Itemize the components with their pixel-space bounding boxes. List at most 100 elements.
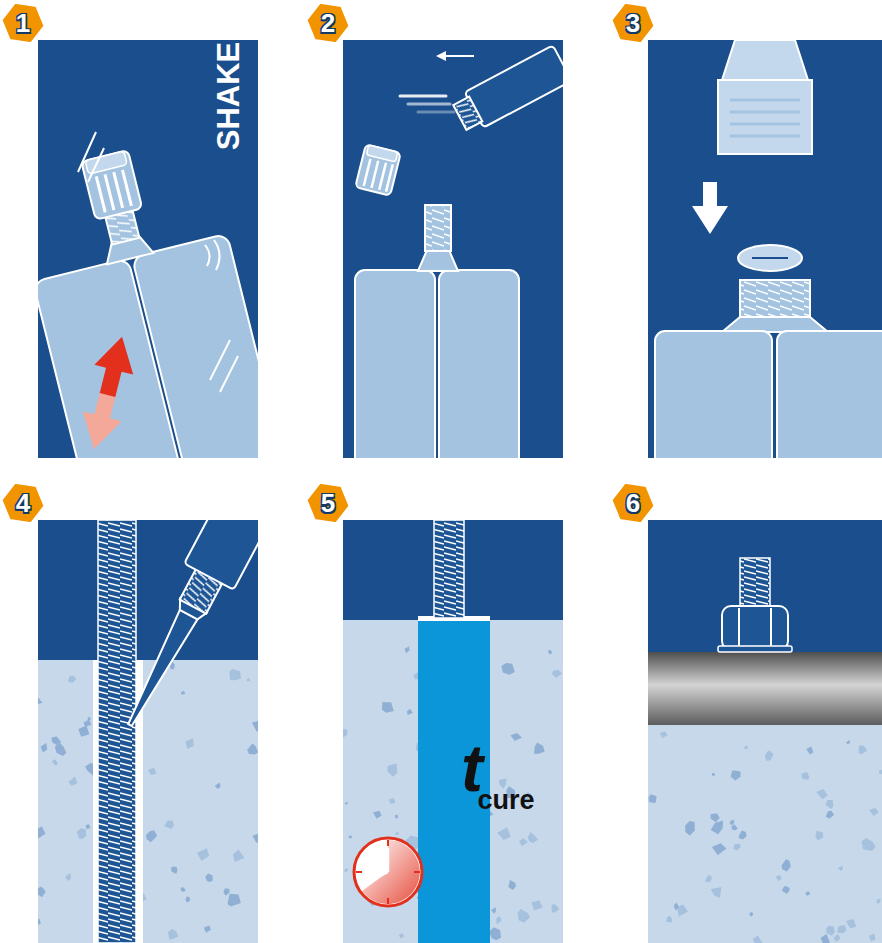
aggregate-stone: [801, 772, 809, 780]
step-number: 6: [609, 479, 657, 527]
aggregate-stone: [765, 751, 773, 761]
threaded-rod: [98, 520, 136, 943]
aggregate-stone: [186, 896, 191, 902]
motion-lines: [78, 132, 238, 392]
aggregate-stone: [229, 669, 241, 680]
aggregate-stone: [38, 698, 43, 704]
aggregate-stone: [496, 916, 501, 924]
aggregate-stone: [148, 768, 157, 775]
nozzle: [450, 45, 563, 135]
aggregate-stone: [497, 827, 511, 840]
aggregate-stone: [508, 880, 516, 890]
aggregate-stone: [348, 835, 352, 838]
aggregate-stone: [233, 850, 245, 862]
aggregate-stone: [749, 912, 753, 917]
aggregate-stone: [821, 934, 830, 943]
aggregate-stone: [395, 814, 398, 818]
threaded-rod: [434, 520, 464, 618]
aggregate-stone: [228, 894, 241, 907]
aggregate-stone: [782, 886, 790, 894]
aggregate-stone: [767, 750, 772, 756]
aggregate-stone: [552, 904, 560, 913]
aggregate-stone: [667, 916, 673, 923]
aggregate-stone: [252, 720, 258, 731]
aggregate-stone: [55, 743, 67, 756]
aggregate: [649, 732, 882, 943]
direction-arrow: [436, 51, 474, 61]
panel-cure: [343, 520, 563, 943]
aggregate-stone: [395, 832, 399, 835]
aggregate-stone: [733, 844, 740, 851]
seal-disc: [738, 245, 802, 271]
panel-shake: [38, 40, 258, 458]
aggregate-stone: [879, 770, 882, 775]
aggregate-stone: [869, 808, 878, 816]
aggregate-stone: [343, 729, 347, 737]
clock-symbol: [354, 838, 422, 906]
aggregate-stone: [826, 811, 835, 819]
aggregate-stone: [253, 833, 259, 843]
shake-arrow: [75, 332, 142, 454]
resin: [418, 621, 490, 943]
down-arrow: [692, 182, 728, 234]
aggregate-stone: [399, 933, 405, 939]
aggregate-stone: [649, 794, 657, 803]
aggregate-stone: [389, 798, 396, 804]
aggregate-stone: [407, 709, 413, 715]
aggregate-stone: [205, 874, 213, 883]
mixer-nozzle: [105, 520, 258, 738]
aggregate-stone: [373, 811, 382, 819]
aggregate-stone: [215, 783, 221, 789]
aggregate-stone: [838, 866, 843, 871]
aggregate-stone: [86, 824, 91, 829]
aggregate-stone: [519, 838, 528, 846]
aggregate-stone: [705, 875, 712, 882]
aggregate-stone: [674, 902, 679, 910]
aggregate-stone: [52, 759, 58, 765]
aggregate-stone: [345, 802, 348, 805]
aggregate-stone: [859, 746, 868, 755]
aggregate-stone: [834, 934, 841, 942]
aggregate-stone: [489, 927, 501, 940]
step-number: 1: [0, 0, 47, 47]
aggregate-stone: [806, 747, 813, 755]
step-number: 5: [304, 479, 352, 527]
aggregate-stone: [501, 663, 514, 675]
aggregate-stone: [510, 733, 522, 741]
aggregate-stone: [77, 828, 86, 839]
aggregate-stone: [247, 678, 251, 682]
aggregate-stone: [552, 670, 562, 678]
time-subscript: cure: [477, 785, 534, 816]
aggregate-stone: [68, 676, 77, 683]
step-number: 4: [0, 479, 47, 527]
concrete: [38, 660, 258, 943]
aggregate-stone: [388, 764, 398, 777]
aggregate-stone: [846, 740, 850, 744]
aggregate-stone: [168, 929, 179, 940]
aggregate-stone: [171, 866, 177, 874]
concrete: [648, 725, 882, 943]
aggregate-stone: [518, 909, 530, 923]
aggregate-stone: [846, 919, 856, 929]
step-badge: 1: [0, 0, 47, 47]
aggregate-stone: [223, 888, 229, 896]
aggregate: [38, 662, 258, 943]
aggregate-stone: [712, 843, 726, 855]
aggregate-stone: [528, 832, 539, 843]
aggregate-stone: [776, 875, 782, 881]
aggregate-stone: [739, 831, 747, 840]
aggregate-stone: [731, 770, 741, 780]
aggregate-stone: [146, 831, 157, 843]
aggregate-stone: [247, 744, 258, 755]
step-badge: 2: [304, 0, 352, 47]
hex-nut: [718, 606, 792, 652]
aggregate-stone: [815, 831, 823, 841]
mixer-nozzle: [718, 40, 812, 154]
aggregate-stone: [41, 743, 48, 753]
aggregate-stone: [711, 813, 720, 822]
step-badge: 4: [0, 479, 47, 527]
step-badge: 6: [609, 479, 657, 527]
aggregate-stone: [712, 773, 715, 776]
panel-fix: [648, 520, 882, 943]
